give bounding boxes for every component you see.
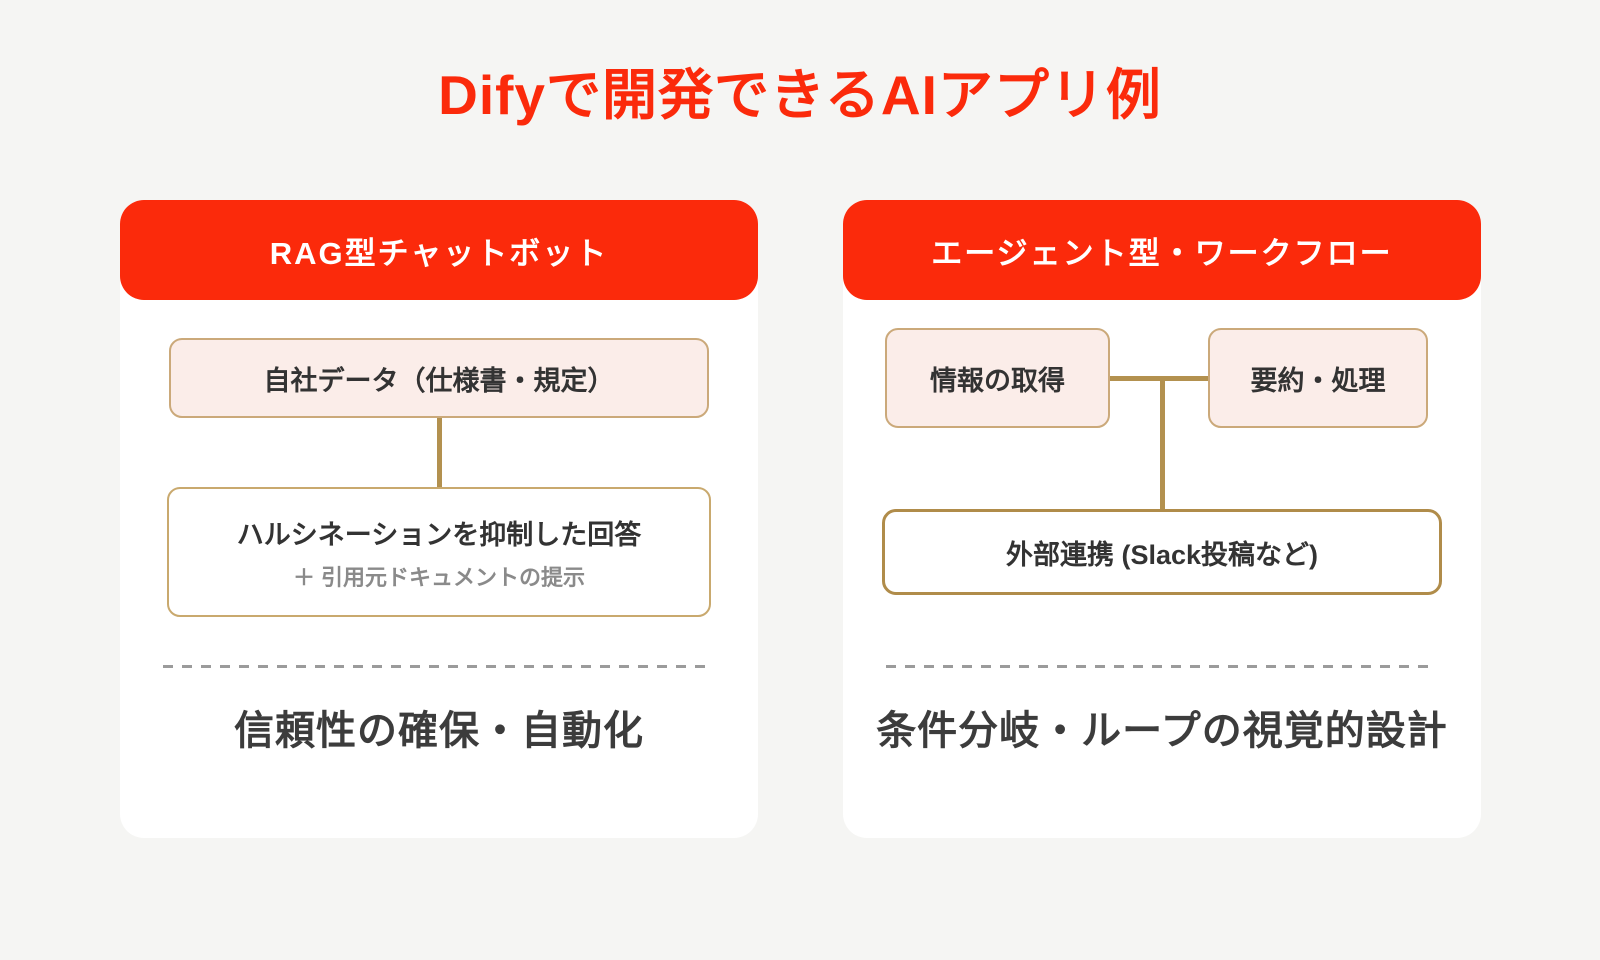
- node-info-fetch: 情報の取得: [885, 328, 1110, 428]
- node-company-data: 自社データ（仕様書・規定）: [169, 338, 709, 418]
- connector-horizontal-right: [1110, 376, 1208, 381]
- card-agent-workflow: エージェント型・ワークフロー 情報の取得 要約・処理 外部連携 (Slack投稿…: [843, 200, 1481, 838]
- node-suppressed-hallucination-answer: ハルシネーションを抑制した回答 ＋ 引用元ドキュメントの提示: [167, 487, 711, 617]
- card-rag-chatbot: RAG型チャットボット 自社データ（仕様書・規定） ハルシネーションを抑制した回…: [120, 200, 758, 838]
- node-answer-main-text: ハルシネーションを抑制した回答: [236, 519, 642, 550]
- node-summarize-process: 要約・処理: [1208, 328, 1428, 428]
- connector-vertical-left: [437, 418, 442, 487]
- rag-benefit-label: 信頼性の確保・自動化: [234, 709, 644, 753]
- dashed-divider-right: [886, 665, 1436, 668]
- node-external-integration: 外部連携 (Slack投稿など): [882, 509, 1442, 595]
- connector-vertical-right: [1160, 376, 1165, 509]
- agent-benefit-label: 条件分岐・ループの視覚的設計: [876, 709, 1448, 753]
- dashed-divider-left: [163, 665, 713, 668]
- page-title: Difyで開発できるAIアプリ例: [438, 64, 1162, 126]
- agent-card-header: エージェント型・ワークフロー: [843, 200, 1481, 300]
- rag-card-header: RAG型チャットボット: [120, 200, 758, 300]
- node-answer-sub-text: ＋ 引用元ドキュメントの提示: [292, 564, 586, 590]
